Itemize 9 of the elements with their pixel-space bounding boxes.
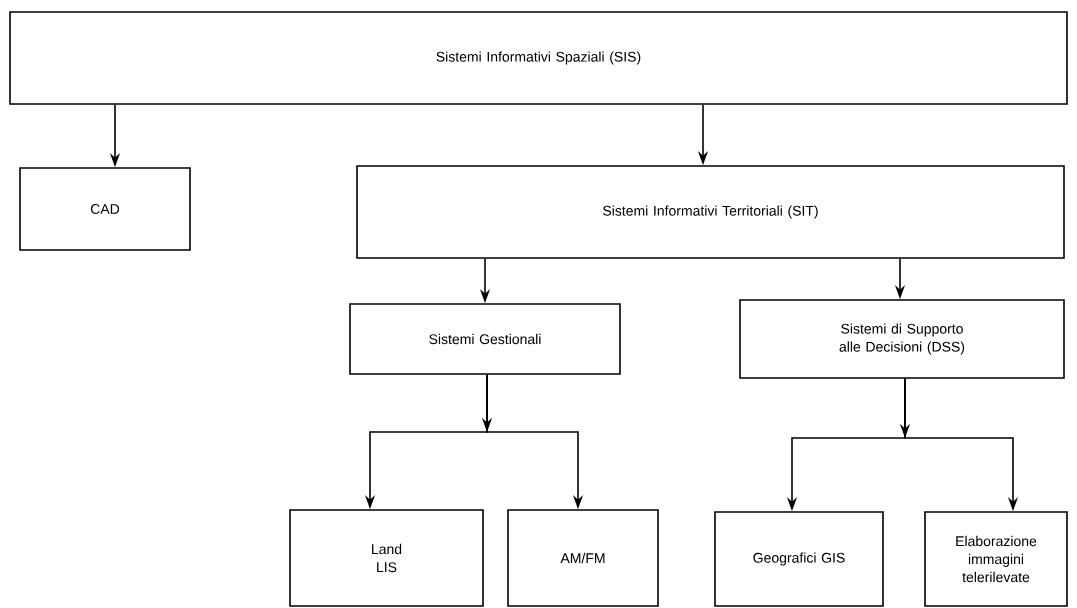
process-box: CAD: [19, 167, 191, 251]
process-box: Sistemi Gestionali: [349, 303, 621, 375]
process-box: Sistemi Informativi Territoriali (SIT): [356, 165, 1065, 259]
process-box: Sistemi di Supporto alle Decisioni (DSS): [739, 299, 1065, 379]
process-box: Land LIS: [289, 509, 484, 607]
process-box: AM/FM: [507, 509, 659, 607]
process-box: Geografici GIS: [714, 511, 884, 607]
process-box: Elaborazione immagini telerilevate: [924, 511, 1068, 607]
process-box: Sistemi Informativi Spaziali (SIS): [9, 11, 1068, 105]
